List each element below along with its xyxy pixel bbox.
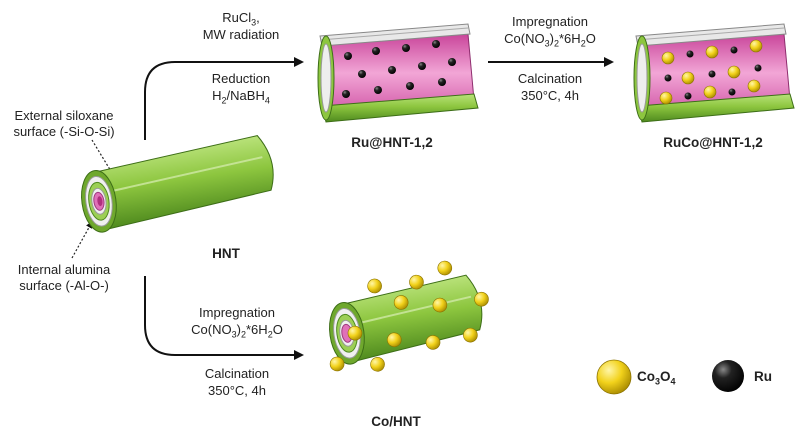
bottom-reagent-c: *6H	[246, 322, 268, 337]
right-condition-line-2: 350°C, 4h	[521, 88, 579, 103]
ruco-hnt-tube	[633, 23, 795, 123]
right-reagent-sub3: 2	[580, 38, 586, 49]
internal-surface-line-2: surface (-Al-O-)	[19, 278, 109, 293]
co3o4-particles-inner	[659, 39, 763, 105]
right-reagent-sub: 3	[544, 38, 550, 49]
hnt-tube	[81, 135, 274, 233]
arrow-bottom-route	[144, 276, 304, 360]
arrow-top-route	[144, 57, 304, 140]
right-reagent-c: *6H	[559, 31, 581, 46]
right-reagent-b: )	[549, 31, 554, 46]
legend-co3o4-sub2: 4	[670, 376, 676, 387]
legend-ru-sphere	[712, 360, 744, 392]
bottom-reagent-line-1: Impregnation	[199, 305, 275, 320]
bottom-reagent-sub2: 2	[240, 329, 246, 340]
top-condition-sub: 2	[221, 95, 227, 106]
co3o4-particles-outer	[329, 260, 489, 372]
top-reagent-sub: 3	[251, 17, 257, 28]
legend-co3o4-sphere	[596, 359, 632, 395]
top-condition-line-1: Reduction	[211, 71, 271, 86]
top-reagent-line-2: MW radiation	[202, 27, 280, 42]
label-ruco-hnt: RuCo@HNT-1,2	[663, 135, 763, 150]
label-co-hnt: Co/HNT	[371, 414, 421, 429]
right-reagent-line-2: Co(NO3)2*6H2O	[490, 31, 610, 49]
top-reagent-line-1: RuCl3,	[196, 10, 286, 28]
right-condition-line-1: Calcination	[517, 71, 583, 86]
top-reagent-tail: ,	[256, 10, 260, 25]
bottom-reagent-sub: 3	[231, 329, 237, 340]
right-reagent-line-1: Impregnation	[512, 14, 588, 29]
ru-hnt-tube	[317, 23, 479, 123]
ru-particles-inner	[664, 46, 762, 100]
bottom-reagent-line-2: Co(NO3)2*6H2O	[177, 322, 297, 340]
external-surface-line-1: External siloxane	[14, 108, 114, 123]
right-reagent-d: O	[585, 31, 596, 46]
label-ru-hnt: Ru@HNT-1,2	[351, 135, 433, 150]
top-reagent-text: RuCl	[222, 10, 252, 25]
callout-internal-arrow	[71, 221, 93, 259]
bottom-reagent-a: Co(NO	[191, 322, 232, 337]
legend-co3o4-b: O	[660, 369, 671, 384]
ru-particles	[342, 40, 456, 98]
bottom-reagent-b: )	[236, 322, 241, 337]
legend-ru-label: Ru	[754, 369, 772, 384]
reaction-arrows	[144, 57, 614, 360]
top-condition-line-2: H2/NaBH4	[181, 88, 301, 106]
legend-co3o4-label: Co3O4	[637, 369, 697, 387]
right-reagent-a: Co(NO	[504, 31, 545, 46]
top-condition-sub2: 4	[264, 95, 270, 106]
bottom-reagent-d: O	[272, 322, 283, 337]
top-condition-tail: /NaBH	[226, 88, 265, 103]
bottom-condition-line-2: 350°C, 4h	[208, 383, 266, 398]
co-hnt-tube	[329, 260, 489, 372]
internal-surface-line-1: Internal alumina	[17, 262, 111, 277]
bottom-reagent-sub3: 2	[267, 329, 273, 340]
top-condition-text: H	[212, 88, 222, 103]
external-surface-line-2: surface (-Si-O-Si)	[13, 124, 115, 139]
label-hnt: HNT	[212, 246, 240, 261]
legend-co3o4-sub: 3	[655, 376, 661, 387]
right-reagent-sub2: 2	[553, 38, 559, 49]
legend-co3o4-a: Co	[637, 369, 655, 384]
bottom-condition-line-1: Calcination	[204, 366, 270, 381]
